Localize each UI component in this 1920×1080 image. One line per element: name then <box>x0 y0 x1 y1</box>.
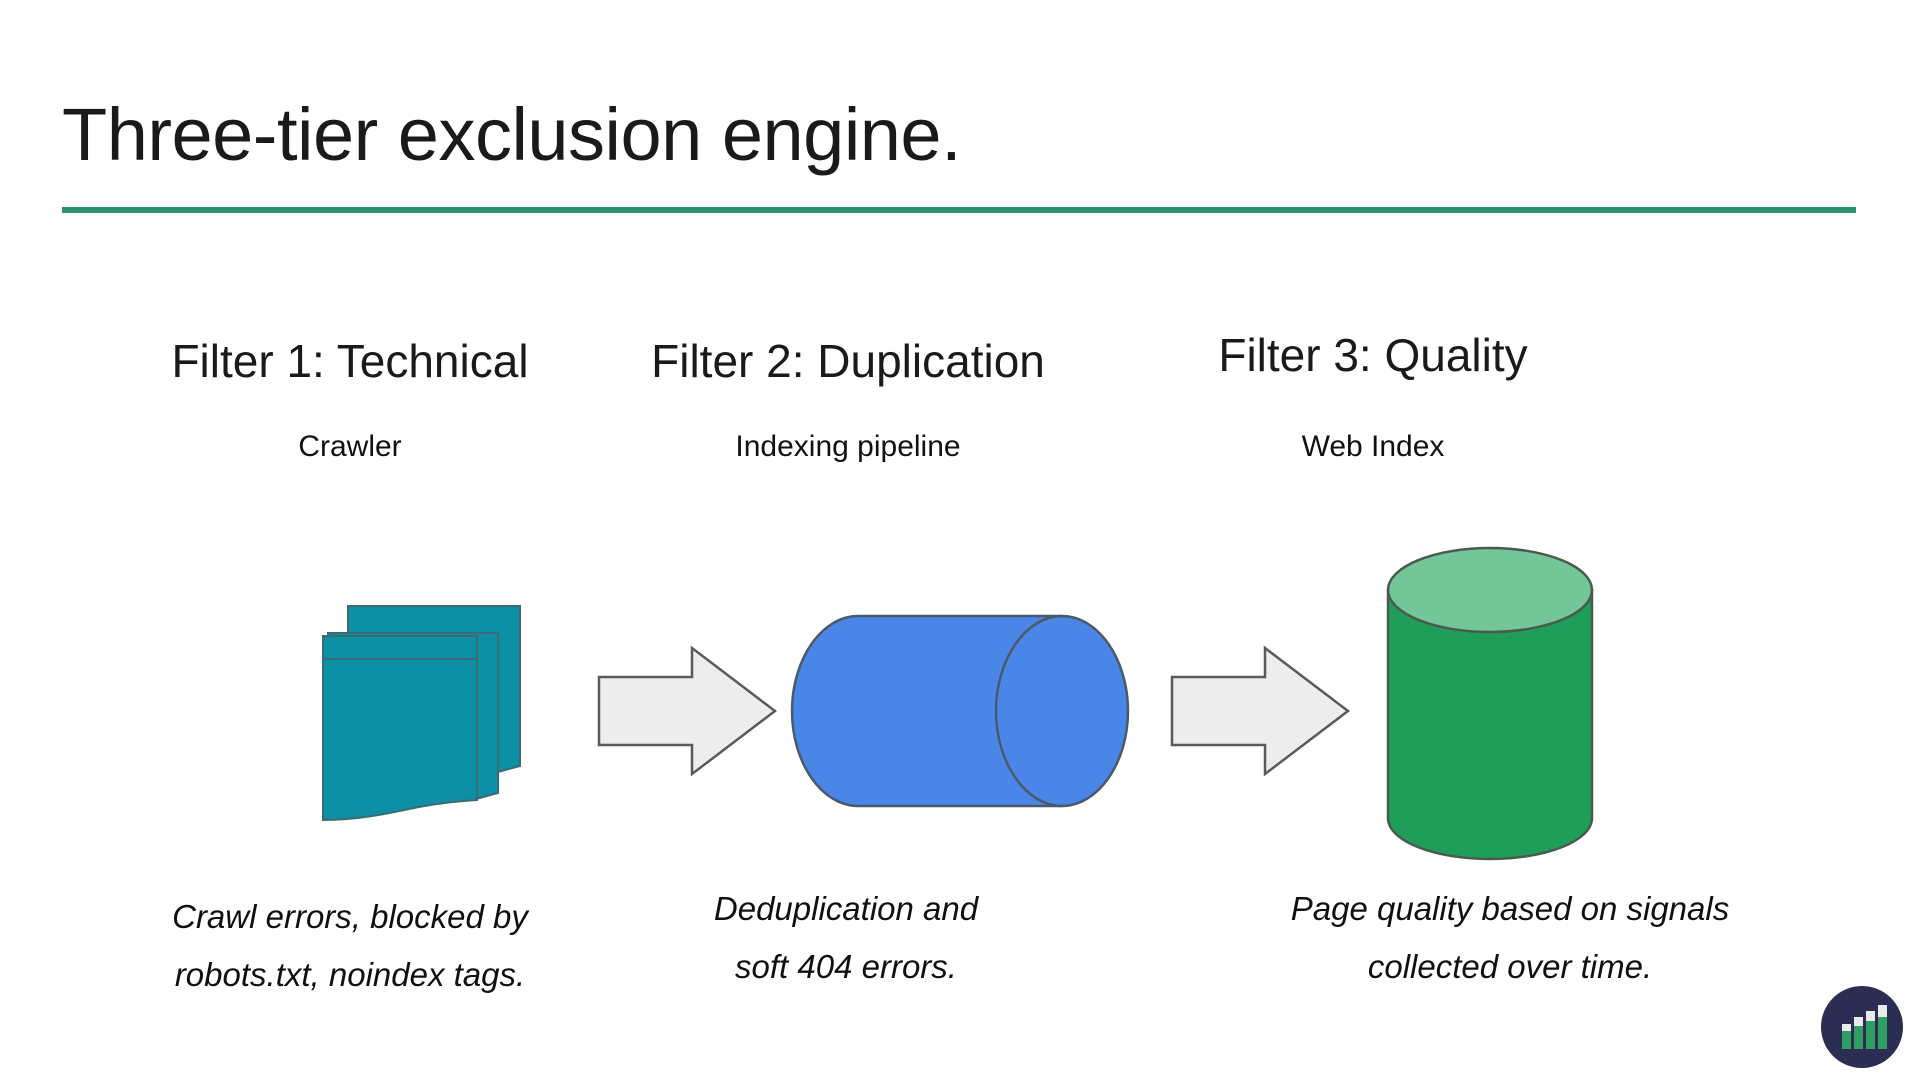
column-1-heading: Filter 1: Technical <box>171 335 529 387</box>
caption-3-line-1: Page quality based on signals <box>1290 890 1730 927</box>
title-underline-rule <box>62 207 1856 213</box>
stacked-documents-icon <box>322 605 521 822</box>
column-1-subtitle: Crawler <box>298 430 402 463</box>
caption-2-line-1: Deduplication and <box>713 890 979 927</box>
column-2-subtitle: Indexing pipeline <box>735 430 961 463</box>
caption-3-line-2: collected over time. <box>1367 947 1653 985</box>
horizontal-cylinder-icon <box>790 614 1130 808</box>
column-filter-2: Filter 2: Duplication Indexing pipeline <box>618 300 1078 464</box>
caption-filter-2: Deduplication and soft 404 errors. <box>630 880 1062 996</box>
caption-filter-1: Crawl errors, blocked by robots.txt, noi… <box>110 888 590 1004</box>
column-filter-3: Filter 3: Quality Web Index <box>1090 300 1656 464</box>
page-title: Three-tier exclusion engine. <box>62 93 962 176</box>
caption-1-line-2: robots.txt, noindex tags. <box>174 955 526 993</box>
column-2-heading: Filter 2: Duplication <box>651 335 1045 387</box>
arrow-2-icon <box>1170 645 1351 777</box>
column-3-subtitle: Web Index <box>1301 430 1445 463</box>
column-filter-1: Filter 1: Technical Crawler <box>90 300 610 464</box>
arrow-1-icon <box>597 645 778 777</box>
caption-filter-3: Page quality based on signals collected … <box>1240 880 1780 996</box>
vertical-cylinder-icon <box>1386 546 1594 861</box>
bar-chart-logo <box>1821 986 1903 1068</box>
column-3-heading: Filter 3: Quality <box>1218 329 1528 381</box>
caption-1-line-1: Crawl errors, blocked by <box>172 898 528 935</box>
caption-2-line-2: soft 404 errors. <box>735 947 957 985</box>
